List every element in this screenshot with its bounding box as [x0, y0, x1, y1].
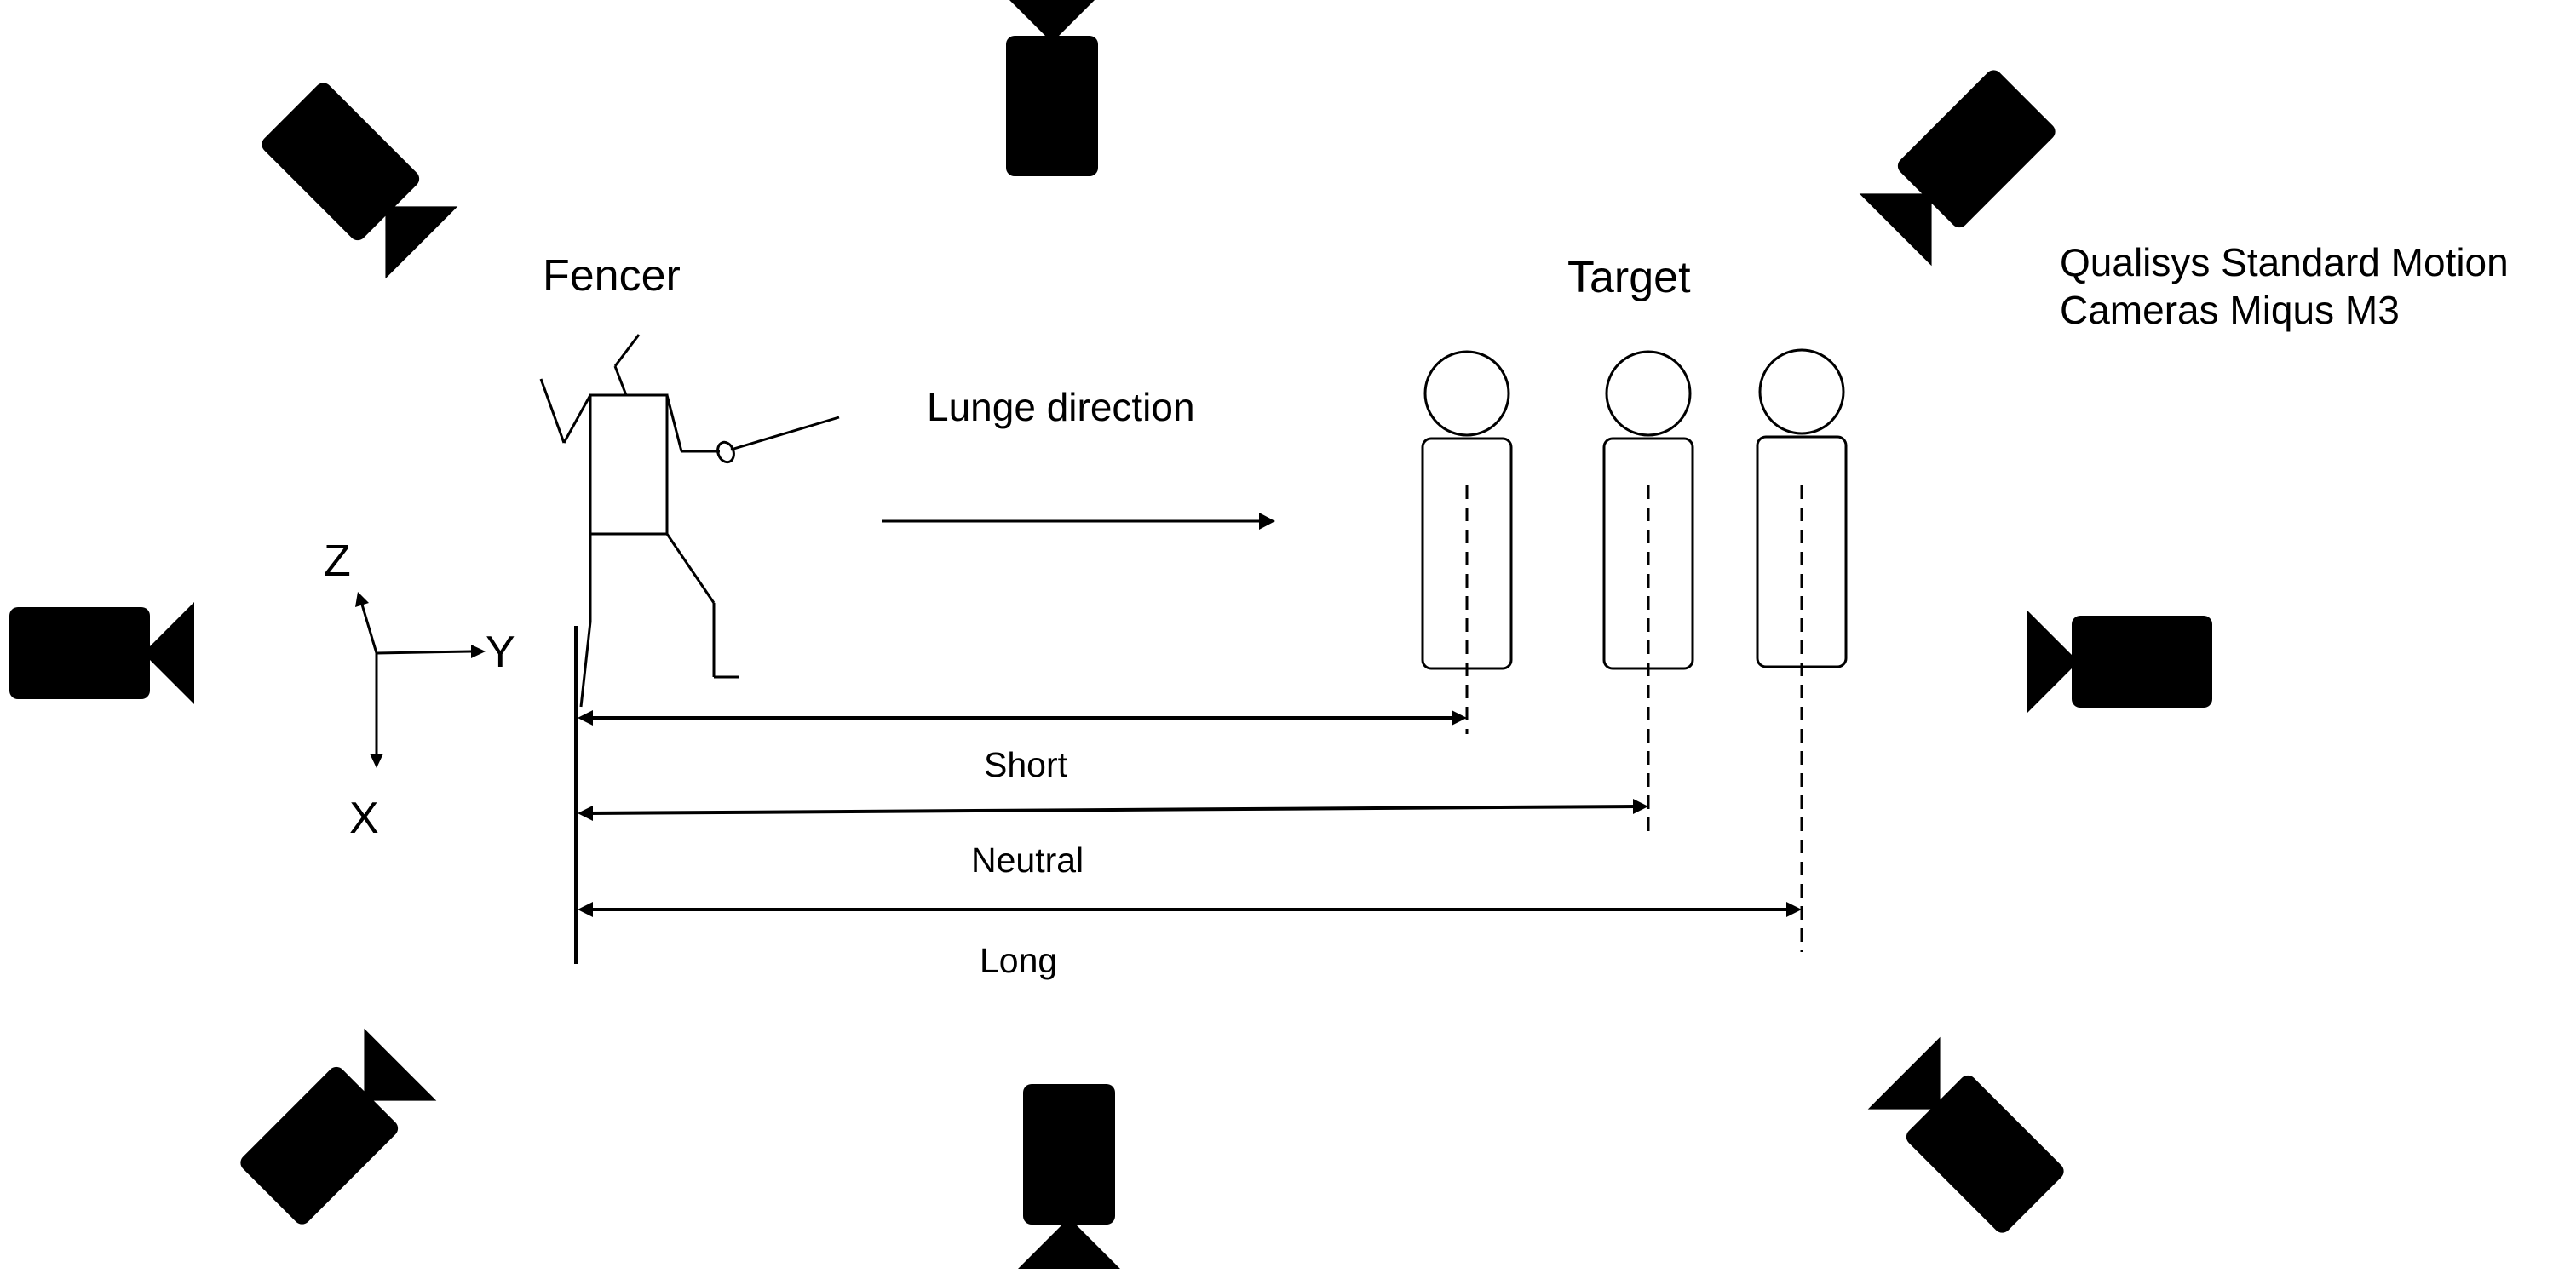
camera-icon — [1018, 1084, 1120, 1269]
coordinate-axes — [355, 592, 486, 768]
fencer-figure — [539, 334, 840, 708]
cameras-label-line2: Cameras Miqus M3 — [2060, 288, 2400, 332]
distance-arrow-long — [578, 902, 1802, 917]
distance-label-short: Short — [984, 745, 1067, 784]
camera-icon — [9, 602, 194, 704]
axis-y-label: Y — [486, 628, 515, 677]
camera-icon — [1867, 1036, 2072, 1241]
lunge-direction-label: Lunge direction — [927, 385, 1195, 429]
axis-z-label: Z — [324, 536, 351, 586]
distance-label-long: Long — [980, 941, 1058, 980]
target-short — [1421, 350, 1513, 734]
target-long — [1756, 348, 1848, 952]
target-neutral — [1602, 350, 1694, 835]
lunge-direction-arrow — [882, 513, 1275, 530]
camera-icon — [2027, 611, 2212, 713]
fencer-label: Fencer — [543, 251, 681, 301]
camera-icon — [1859, 62, 2063, 267]
camera-icon — [233, 1028, 437, 1232]
distance-arrow-neutral — [578, 799, 1648, 821]
cameras-label-line1: Qualisys Standard Motion — [2060, 240, 2509, 284]
camera-icon — [1001, 0, 1103, 176]
axis-x-label: X — [349, 794, 379, 843]
camera-icon — [254, 75, 458, 279]
distance-label-neutral: Neutral — [971, 840, 1084, 880]
distance-arrow-short — [578, 710, 1467, 726]
target-label: Target — [1567, 253, 1691, 302]
